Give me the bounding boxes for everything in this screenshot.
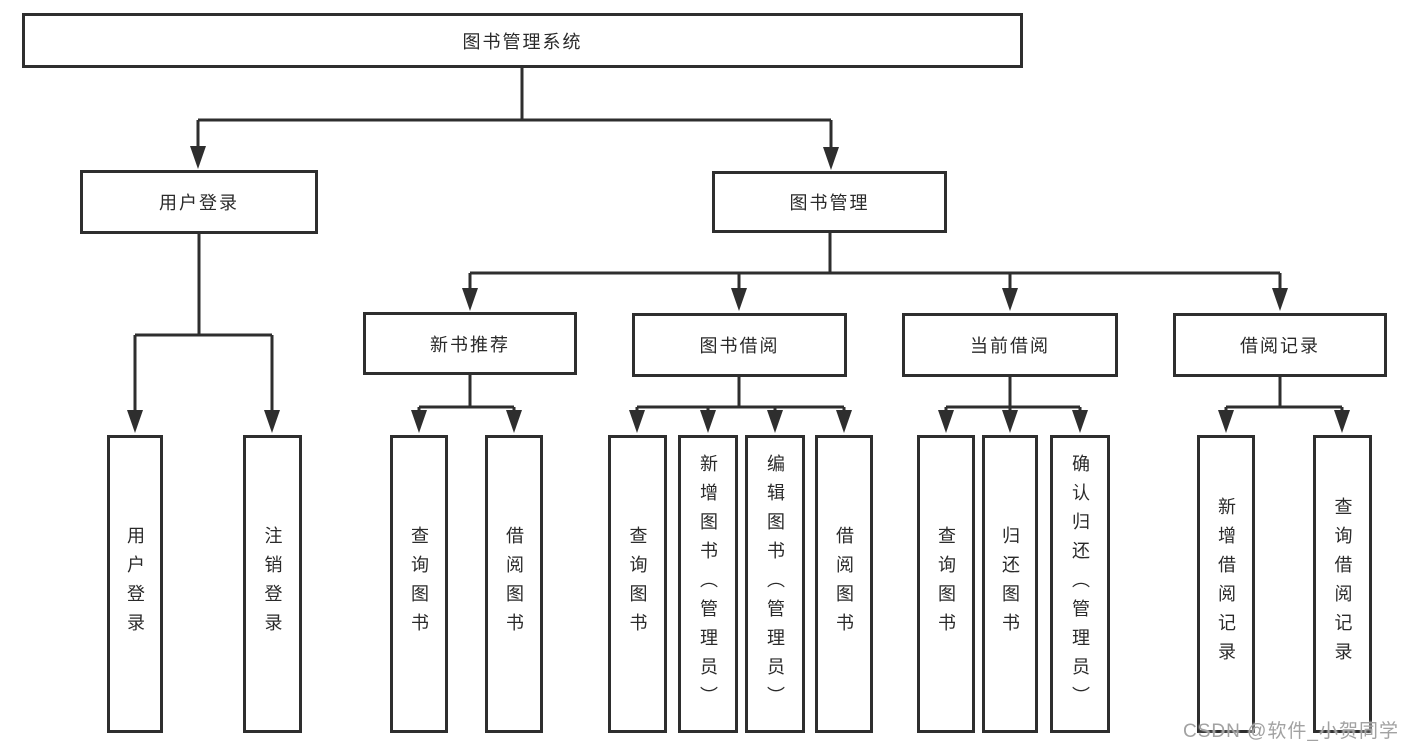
node-label: 当前借阅: [970, 336, 1050, 356]
leaf-borrow-book: 借阅图书: [815, 435, 873, 733]
node-user-login: 用户登录: [80, 170, 318, 234]
leaf-add-book-admin: 新增图书（管理员）: [678, 435, 738, 733]
leaf-query-book-current: 查询图书: [917, 435, 975, 733]
leaf-label: 查询借阅记录: [1332, 497, 1353, 671]
node-borrow-records: 借阅记录: [1173, 313, 1387, 377]
node-root-library-system: 图书管理系统: [22, 13, 1023, 68]
node-label: 用户登录: [159, 193, 239, 213]
node-label: 图书管理系统: [462, 31, 583, 52]
node-label: 借阅记录: [1240, 336, 1320, 356]
leaf-label: 查询图书: [409, 526, 429, 642]
leaf-label: 编辑图书（管理员）: [765, 453, 785, 715]
node-label: 新书推荐: [430, 334, 510, 355]
leaf-query-book-recommend: 查询图书: [390, 435, 448, 733]
node-label: 图书借阅: [699, 336, 780, 356]
leaf-add-borrow-record: 新增借阅记录: [1197, 435, 1255, 733]
node-label: 图书管理: [789, 193, 870, 213]
node-book-borrow: 图书借阅: [632, 313, 847, 377]
node-current-borrow: 当前借阅: [902, 313, 1118, 377]
leaf-label: 归还图书: [1000, 526, 1020, 642]
node-book-management: 图书管理: [712, 171, 947, 233]
arrowheads: [127, 146, 1350, 433]
leaf-user-login: 用户登录: [107, 435, 163, 733]
leaf-label: 用户登录: [125, 526, 145, 642]
csdn-watermark: CSDN @软件_小贺同学: [1183, 721, 1399, 742]
leaf-label: 查询图书: [936, 526, 956, 642]
leaf-label: 确认归还（管理员）: [1070, 453, 1090, 715]
leaf-label: 查询图书: [627, 526, 648, 642]
node-new-book-recommend: 新书推荐: [363, 312, 577, 375]
leaf-query-borrow-record: 查询借阅记录: [1313, 435, 1372, 733]
leaf-label: 借阅图书: [834, 526, 854, 642]
leaf-borrow-book-recommend: 借阅图书: [485, 435, 543, 733]
leaf-edit-book-admin: 编辑图书（管理员）: [745, 435, 805, 733]
leaf-label: 注销登录: [262, 526, 283, 642]
leaf-query-book-borrow: 查询图书: [608, 435, 667, 733]
leaf-return-book: 归还图书: [982, 435, 1038, 733]
leaf-logout: 注销登录: [243, 435, 302, 733]
leaf-label: 新增图书（管理员）: [698, 453, 718, 715]
leaf-label: 借阅图书: [504, 526, 524, 642]
leaf-label: 新增借阅记录: [1216, 497, 1236, 671]
leaf-confirm-return-admin: 确认归还（管理员）: [1050, 435, 1110, 733]
